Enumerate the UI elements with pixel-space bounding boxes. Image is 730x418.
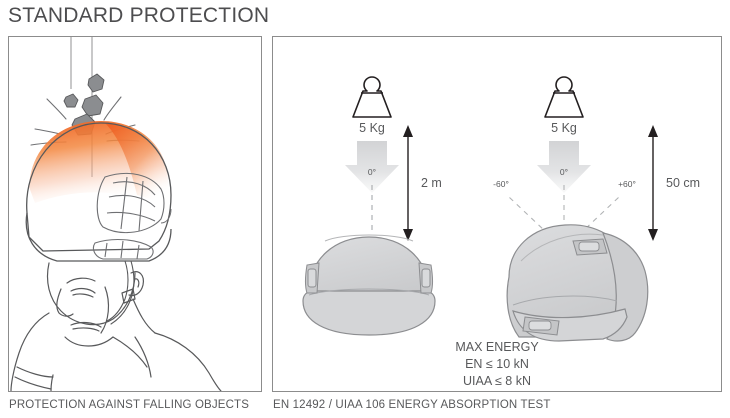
test-setup-diagram: 5 Kg 0° 2 m [302, 76, 700, 388]
measurement-arrow-2m [403, 125, 413, 241]
climber-figure [10, 260, 222, 391]
impact-direction-arrow-2 [537, 141, 591, 193]
weight-5kg-icon [352, 76, 392, 118]
page-title: STANDARD PROTECTION [8, 4, 270, 27]
climber-helmet [25, 121, 172, 262]
drop-height-label-1: 2 m [421, 176, 442, 190]
max-energy-line-uiaa: UIAA ≤ 8 kN [463, 374, 531, 388]
test-lateral-impact: 5 Kg 0° -60° +60° 50 cm [493, 76, 700, 342]
test-vertical-impact: 5 Kg 0° 2 m [302, 76, 442, 336]
panel-falling-objects [8, 36, 262, 392]
angle-label-plus60: +60° [618, 179, 636, 189]
angle-label-0deg-2: 0° [560, 167, 568, 177]
angle-label-minus60: -60° [493, 179, 509, 189]
measurement-arrow-50cm [648, 125, 658, 241]
max-energy-heading: MAX ENERGY [455, 340, 539, 354]
caption-absorption-test: EN 12492 / UIAA 106 ENERGY ABSORPTION TE… [273, 399, 551, 411]
climber-impact-illustration [10, 37, 222, 391]
max-energy-block: MAX ENERGY EN ≤ 10 kN UIAA ≤ 8 kN [455, 340, 539, 388]
caption-falling-objects: PROTECTION AGAINST FALLING OBJECTS [9, 399, 250, 411]
panel-energy-absorption-test: 5 Kg 0° 2 m [272, 36, 722, 392]
helmet-front-view [302, 234, 436, 336]
drop-height-label-2: 50 cm [666, 176, 700, 190]
weight-label-1: 5 Kg [359, 121, 385, 135]
weight-5kg-icon-2 [544, 76, 584, 118]
max-energy-line-en: EN ≤ 10 kN [465, 357, 529, 371]
helmet-three-quarter-view [506, 224, 649, 342]
weight-label-2: 5 Kg [551, 121, 577, 135]
angle-label-0deg-1: 0° [368, 167, 376, 177]
impact-direction-arrow-1 [345, 141, 399, 193]
